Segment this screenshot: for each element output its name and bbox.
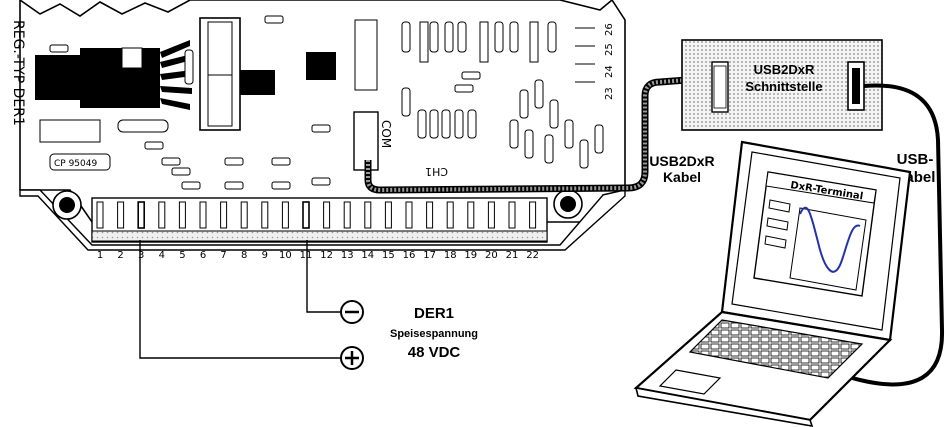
ic-chip xyxy=(306,52,336,80)
plus-terminal xyxy=(340,346,364,370)
terminal-number: 13 xyxy=(341,250,354,261)
channel-label: CH1 xyxy=(425,165,448,178)
plot-frame xyxy=(789,207,867,291)
laptop: DxR-Terminal xyxy=(633,140,912,427)
label-area xyxy=(39,119,101,143)
label-area xyxy=(49,153,111,171)
mounting-hole xyxy=(52,190,82,220)
resistors xyxy=(49,15,604,190)
ic-chip xyxy=(240,75,275,95)
terminal-number: 11 xyxy=(300,250,313,261)
terminal-slot xyxy=(240,201,248,229)
ic-chip-outline xyxy=(354,19,378,91)
terminal-number: 9 xyxy=(262,250,268,261)
terminal-number: 2 xyxy=(117,250,123,261)
mounting-hole xyxy=(553,189,583,219)
interface-subtitle: Schnittstelle xyxy=(745,79,822,94)
terminal-slot xyxy=(220,201,228,229)
terminal-button xyxy=(766,217,789,231)
terminal-number: 16 xyxy=(403,250,416,261)
label-area xyxy=(117,119,169,133)
top-terminal-label: 25 xyxy=(604,43,615,56)
terminal-number: 17 xyxy=(423,250,436,261)
controller-board: CP 95049 xyxy=(10,0,626,261)
terminal-slot xyxy=(281,201,289,229)
usb2dxr-interface: USB2DxR Schnittstelle xyxy=(681,39,883,131)
terminal-slot xyxy=(446,201,454,229)
terminal-slot xyxy=(178,201,186,229)
board-plate-label: CP 95049 xyxy=(54,159,97,169)
terminal-slot xyxy=(364,201,372,229)
interface-title: USB2DxR xyxy=(754,62,815,77)
terminal-slot xyxy=(487,201,495,229)
terminal-slot xyxy=(199,201,207,229)
terminal-slot xyxy=(96,201,104,229)
terminal-number: 14 xyxy=(361,250,374,261)
top-terminal-label: 24 xyxy=(604,65,615,78)
terminal-slot xyxy=(529,201,537,229)
terminal-slot xyxy=(508,201,516,229)
heatsink xyxy=(35,40,192,110)
terminal-slot xyxy=(405,201,413,229)
terminal-number: 19 xyxy=(464,250,477,261)
terminal-number: 4 xyxy=(159,250,165,261)
plus-wire xyxy=(139,240,340,359)
usb-cable xyxy=(829,83,945,387)
usb2dxr-cable-inner xyxy=(366,76,715,193)
sine-wave xyxy=(799,206,861,273)
minus-terminal xyxy=(340,300,364,324)
terminal-button xyxy=(764,235,787,249)
terminal-slot xyxy=(117,201,125,229)
terminal-number: 3 xyxy=(138,250,144,261)
terminal-slot xyxy=(158,201,166,229)
laptop-touchpad xyxy=(658,369,722,395)
com-label: COM xyxy=(379,120,393,148)
power-subtitle: Speisespannung xyxy=(390,328,478,340)
terminal-slot xyxy=(343,201,351,229)
component-outline xyxy=(479,21,489,63)
terminal-number: 5 xyxy=(179,250,185,261)
terminal-slot xyxy=(467,201,475,229)
power-wiring: DER1 Speisespannung 48 VDC xyxy=(139,240,478,370)
terminal-slots xyxy=(96,201,537,229)
usb-cable-label: USB- xyxy=(897,151,934,168)
terminal-number: 7 xyxy=(220,250,226,261)
terminal-slot xyxy=(261,201,269,229)
terminal-number: 6 xyxy=(200,250,206,261)
terminal-slot xyxy=(302,201,310,229)
laptop-keyboard xyxy=(688,319,864,379)
terminal-number: 8 xyxy=(241,250,247,261)
terminal-slot xyxy=(384,201,392,229)
power-title: DER1 xyxy=(414,305,454,322)
terminal-slot xyxy=(137,201,145,229)
terminal-slot xyxy=(323,201,331,229)
minus-wire xyxy=(306,240,340,313)
top-terminal-pads xyxy=(575,27,595,83)
terminal-number: 15 xyxy=(382,250,395,261)
terminal-slot xyxy=(426,201,434,229)
terminal-number: 12 xyxy=(320,250,333,261)
component-outline xyxy=(419,21,429,63)
cable-label: Kabel xyxy=(663,169,701,185)
cable-label: USB2DxR xyxy=(649,153,714,169)
power-voltage: 48 VDC xyxy=(408,344,461,361)
terminal-number: 18 xyxy=(444,250,457,261)
terminal-number: 22 xyxy=(526,250,539,261)
terminal-number: 21 xyxy=(506,250,519,261)
board-flange xyxy=(19,189,626,251)
terminal-number: 1 xyxy=(97,250,103,261)
terminal-number: 20 xyxy=(485,250,498,261)
terminal-number: 10 xyxy=(279,250,292,261)
board-type-label: REG.-TYP DER1 xyxy=(10,20,26,126)
terminal-rail xyxy=(91,230,548,242)
component-outline xyxy=(529,21,539,63)
top-terminal-label: 23 xyxy=(604,87,615,100)
terminal-button xyxy=(768,199,791,213)
top-terminal-label: 26 xyxy=(604,23,615,36)
